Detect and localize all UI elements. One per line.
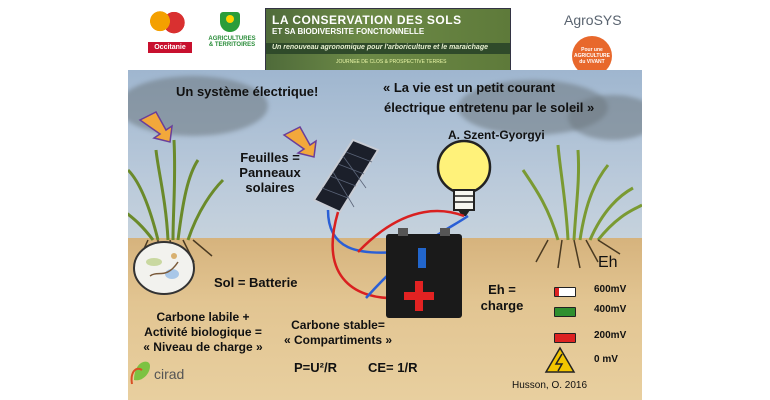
scene-illustration (128, 111, 642, 385)
leaves-line3: solaires (245, 180, 295, 195)
agrosys-logo: AgroSYS (564, 12, 634, 28)
battery-level-icon (554, 333, 576, 343)
sun-arrow-right-icon (282, 126, 317, 158)
cloud-far-right (568, 95, 642, 140)
carbone-stable-label: Carbone stable= « Compartiments » (278, 318, 398, 348)
formula-conductivity: CE= 1/R (368, 360, 418, 375)
sun-arrow-left-icon (138, 111, 173, 143)
battery-level-fill (555, 288, 559, 296)
plant-right-roots (535, 239, 621, 269)
soil-battery-label: Sol = Batterie (214, 275, 298, 290)
carbone-labile-line2: Activité biologique = (144, 325, 262, 339)
eh-line2: charge (480, 298, 524, 313)
light-bulb-icon (436, 139, 492, 216)
cirad-leaf-icon (130, 361, 150, 385)
conference-banner: LA CONSERVATION DES SOLS ET SA BIODIVERS… (265, 8, 511, 72)
eh-level-label: 0 mV (594, 354, 618, 365)
occitanie-label: Occitanie (148, 42, 192, 53)
battery-minus-icon (418, 248, 426, 268)
badge-text: Pour une AGRICULTURE du VIVANT (573, 47, 610, 65)
quote-author: A. Szent-Gyorgyi (448, 128, 545, 142)
agrosys-label: AgroSYS (564, 12, 622, 28)
agricultures-territoires-logo: AGRICULTURES & TERRITOIRES (204, 12, 260, 62)
carbone-stable-line2: « Compartiments » (283, 333, 393, 347)
eh-scale-title: Eh (598, 254, 618, 271)
cirad-logo-text: cirad (154, 366, 185, 382)
logo-mid-line1: AGRICULTURES (208, 36, 256, 42)
leaves-line1: Feuilles = (240, 150, 300, 165)
battery-level-icon (554, 307, 576, 317)
carbone-labile-label: Carbone labile + Activité biologique = «… (138, 310, 268, 355)
agriculture-du-vivant-badge: Pour une AGRICULTURE du VIVANT (572, 36, 612, 76)
plant-right (521, 144, 642, 241)
quote-line2: électrique entretenu par le soleil » (384, 100, 595, 115)
slide: Occitanie AGRICULTURES & TERRITOIRES LA … (128, 0, 642, 400)
solar-panel (312, 138, 380, 214)
leaves-line2: Panneaux (239, 165, 301, 180)
eh-level-label: 200mV (594, 330, 627, 341)
banner-footer: JOURNEE DE CLOS & PROSPECTIVE TERRES (336, 59, 447, 65)
banner-strip (266, 43, 510, 54)
logo-mid-line2: & TERRITOIRES (208, 42, 256, 48)
leaves-label: Feuilles = Panneaux solaires (228, 150, 312, 195)
soil-microbes-icon (133, 241, 195, 295)
banner-title: LA CONSERVATION DES SOLS (272, 13, 462, 27)
eh-line1: Eh = (488, 282, 516, 297)
quote-line1: « La vie est un petit courant (383, 80, 555, 95)
eh-level-label: 600mV (594, 284, 627, 295)
high-voltage-warning-icon (544, 346, 576, 373)
battery-level-fill (555, 334, 575, 342)
occitanie-logo: Occitanie (148, 10, 192, 60)
battery-level-icon (554, 287, 576, 297)
eh-level-label: 400mV (594, 304, 627, 315)
credit-text: Husson, O. 2016 (512, 380, 588, 391)
carbone-labile-line3: « Niveau de charge » (143, 340, 263, 354)
carbone-labile-line1: Carbone labile + (156, 310, 250, 324)
battery (386, 228, 462, 318)
soil-background (128, 238, 642, 400)
eh-charge-label: Eh = charge (474, 282, 530, 314)
plant-left (128, 139, 225, 241)
battery-level-fill (555, 308, 575, 316)
formula-power: P=U²/R (294, 360, 337, 375)
banner-title-2: ET SA BIODIVERSITE FONCTIONNELLE (272, 27, 425, 36)
label-electrical-system: Un système électrique! (176, 84, 319, 99)
carbone-stable-line1: Carbone stable= (291, 318, 385, 332)
banner-subtitle: Un renouveau agronomique pour l'arboricu… (272, 44, 488, 51)
